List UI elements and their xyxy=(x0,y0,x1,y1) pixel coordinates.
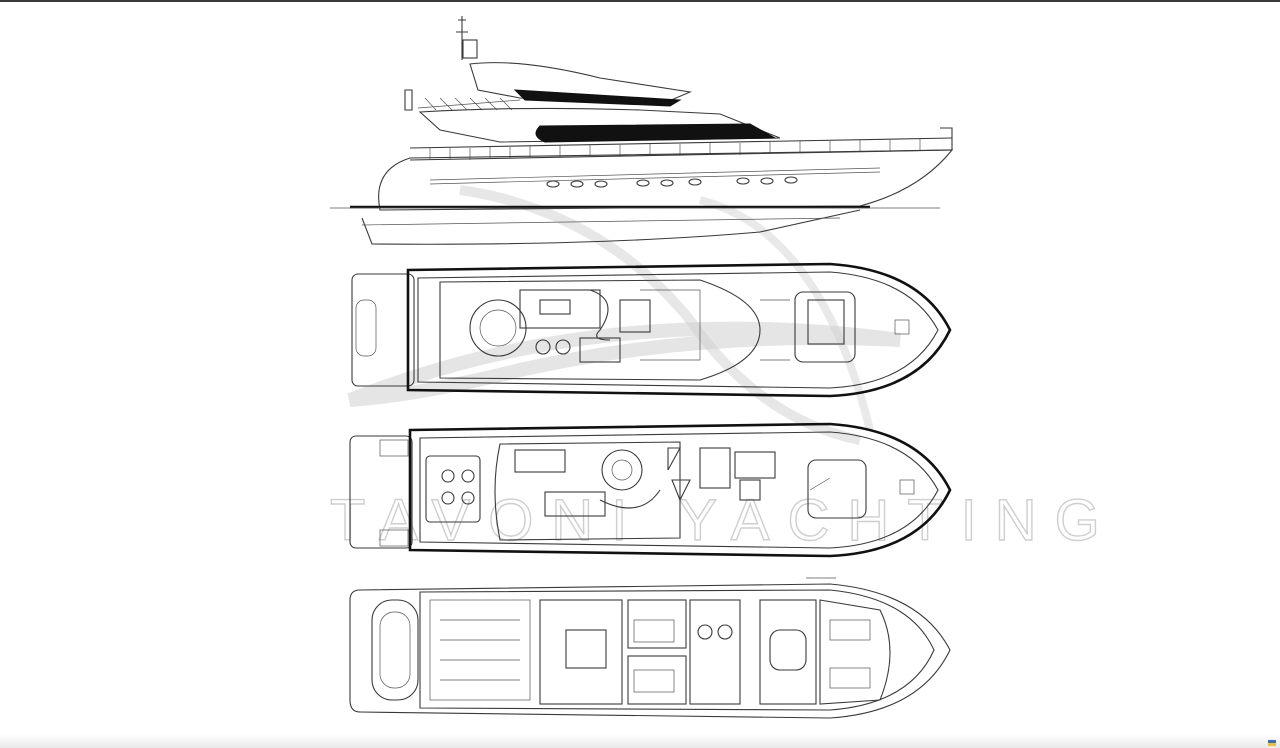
corner-badge-icon xyxy=(1268,740,1276,746)
profile-view xyxy=(330,16,954,245)
lower-deck-plan xyxy=(349,577,951,719)
main-deck-plan xyxy=(349,422,952,558)
top-border xyxy=(0,0,1280,2)
watermark-text: TAVONI YACHTING xyxy=(330,488,1118,553)
flybridge-deck-plan xyxy=(351,262,952,398)
bottom-shadow xyxy=(0,734,1280,748)
portholes xyxy=(546,176,798,188)
